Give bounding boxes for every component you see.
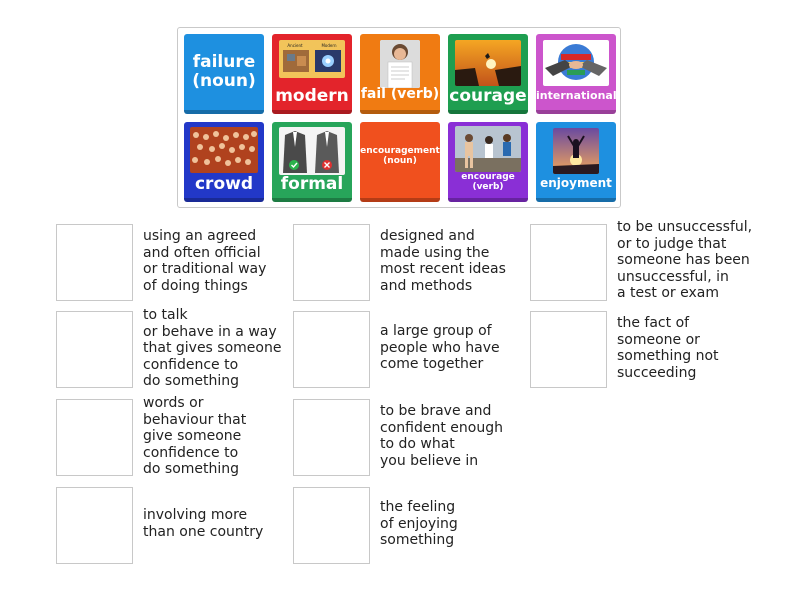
drop-slot[interactable] [530,224,607,301]
tile-label: failure (noun) [192,52,256,91]
definition-text: to be brave and confident enough to do w… [380,403,503,469]
tile-failure-noun[interactable]: failure (noun) [184,34,264,114]
handshake-flags-image [543,40,609,86]
definition-text: to talk or behave in a way that gives so… [143,307,282,389]
definition-text: to be unsuccessful, or to judge that som… [617,219,753,301]
tile-encouragement-noun[interactable]: encouragement (noun) [360,122,440,202]
drop-slot[interactable] [56,224,133,301]
drop-slot[interactable] [56,311,133,388]
definition-text: the feeling of enjoying something [380,499,458,548]
caption-modern: Modern [321,43,336,48]
drop-slot[interactable] [56,487,133,564]
drop-slot[interactable] [293,224,370,301]
definition-text: a large group of people who have come to… [380,323,500,372]
drop-slot[interactable] [293,487,370,564]
definition-text: designed and made using the most recent … [380,228,506,294]
ancient-modern-image: Ancient Modern [279,40,345,78]
tile-label: formal [280,174,344,195]
tile-label: crowd [194,174,253,195]
tile-formal[interactable]: formal [272,122,352,202]
tile-label: modern [275,86,349,107]
drop-slot[interactable] [293,399,370,476]
tile-fail-verb[interactable]: fail (verb) [360,34,440,114]
tile-international[interactable]: international [536,34,616,114]
tile-encourage-verb[interactable]: encourage (verb) [448,122,528,202]
child-with-paper-image [380,40,420,88]
tile-label: encouragement (noun) [360,146,440,166]
tile-courage[interactable]: courage [448,34,528,114]
drop-slot[interactable] [56,399,133,476]
caption-ancient: Ancient [287,43,303,48]
tile-label: encourage (verb) [461,172,515,193]
definition-text: involving more than one country [143,507,264,540]
tile-label: enjoyment [540,175,612,190]
tile-crowd[interactable]: crowd [184,122,264,202]
tile-modern[interactable]: Ancient Modern modern [272,34,352,114]
definition-text: the fact of someone or something not suc… [617,315,719,381]
definition-text: words or behaviour that give someone con… [143,395,247,477]
tile-label: fail (verb) [360,85,440,102]
tile-label: international [536,88,616,102]
drop-slot[interactable] [530,311,607,388]
cliff-jump-image [455,40,521,86]
definition-text: using an agreed and often official or tr… [143,228,267,294]
tile-enjoyment[interactable]: enjoyment [536,122,616,202]
suits-image [279,127,345,175]
tile-label: courage [449,86,527,107]
runners-image [455,126,521,172]
crowd-image [190,127,258,173]
sunset-cheer-image [553,128,599,174]
drop-slot[interactable] [293,311,370,388]
